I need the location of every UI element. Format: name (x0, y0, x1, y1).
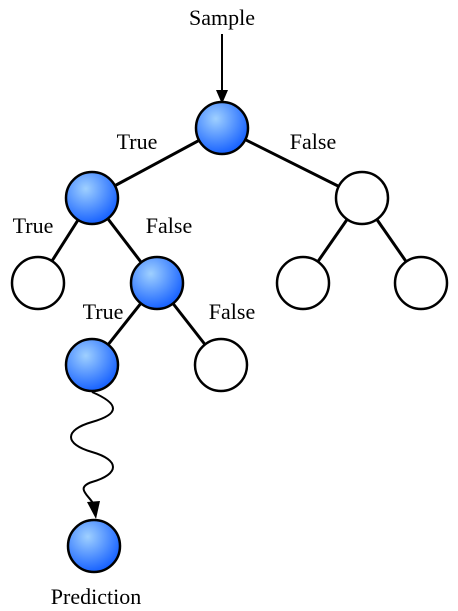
wavy-arrow-path (70, 391, 114, 506)
node-prediction (66, 518, 122, 574)
label-rt-true: True (13, 213, 54, 238)
node-root-true (64, 170, 120, 226)
label-root-true: True (117, 129, 158, 154)
node-rf-right-leaf (393, 255, 449, 311)
label-rtf-false: False (209, 299, 255, 324)
node-root (194, 100, 250, 156)
node-rf-left-leaf (275, 255, 331, 311)
input-arrowhead (216, 90, 228, 104)
node-rtf-true (64, 337, 120, 393)
wavy-arrowhead (87, 501, 100, 519)
label-root-false: False (290, 129, 336, 154)
label-rtf-true: True (83, 299, 124, 324)
node-root-false (334, 170, 390, 226)
node-rt-true-leaf (10, 255, 66, 311)
node-rtf-false-leaf (193, 337, 249, 393)
label-rt-false: False (146, 213, 192, 238)
node-rt-false (129, 255, 185, 311)
input-label-sample: Sample (189, 5, 255, 30)
output-label-prediction: Prediction (51, 584, 141, 609)
